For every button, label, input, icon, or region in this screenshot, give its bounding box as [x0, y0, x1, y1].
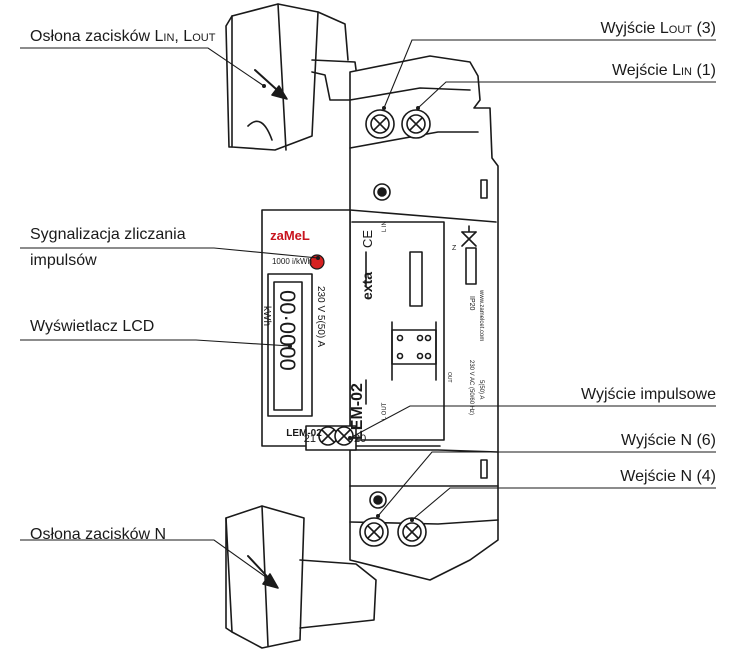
label-sygnalizacja-line1: Sygnalizacja zliczania — [30, 226, 186, 243]
bottom-screw-n-out — [359, 517, 389, 547]
meter-side-body — [349, 55, 499, 581]
leader-wejscie-lin — [417, 81, 716, 109]
leader-wyjscie-impulsowe — [349, 405, 716, 439]
impulse-rate-text: 1000 i/kWh — [272, 257, 312, 266]
top-screw-lout — [365, 109, 395, 139]
side-label-area — [351, 221, 477, 441]
bottom-screw-n-in — [397, 517, 427, 547]
label-sygnalizacja-line2: impulsów — [30, 252, 97, 269]
ip-rating-text: IP20 — [468, 296, 475, 311]
label-wejscie-n: Wejście N (4) — [620, 468, 716, 485]
website-text: www.zamelcet.com — [478, 289, 484, 341]
leader-sygnalizacja — [20, 247, 319, 259]
lcd-digits: 00·0000 — [275, 290, 300, 371]
z-label: Z — [452, 245, 457, 252]
leader-wejscie-n — [411, 487, 716, 521]
spec2-text: 5(50) A — [478, 380, 484, 399]
spec-text: 230 V AC (50/60 Hz) — [468, 360, 474, 415]
label-wyswietlacz: Wyświetlacz LCD — [30, 318, 155, 335]
label-wejscie-lin: Wejście LIN (1) — [611, 62, 716, 79]
terminal-20-label: 20 — [354, 433, 366, 445]
top-screw-lin — [401, 109, 431, 139]
exta-logo: exta — [359, 272, 375, 300]
impulse-terminal-strip — [305, 425, 357, 451]
terminal-21-label: 21 — [304, 433, 316, 445]
model-side-text: LEM-02 — [349, 383, 366, 440]
out-label: OUT — [446, 372, 452, 383]
model-front-text: LEM-02 — [286, 428, 322, 439]
leader-oslona-lin-lout — [20, 47, 265, 87]
label-wyjscie-impulsowe: Wyjście impulsowe — [581, 386, 716, 403]
rating-text: 230 V 5(50) A — [315, 286, 326, 347]
leader-wyjscie-lout — [383, 39, 716, 109]
ce-mark: CE — [360, 230, 375, 248]
brand-logo: zaMeL — [270, 228, 310, 243]
label-wyjscie-lout: Wyjście LOUT (3) — [600, 20, 716, 37]
label-oslona-n: Osłona zacisków N — [30, 526, 167, 543]
l-out-text: L OUT — [382, 402, 388, 420]
label-oslona-lin-lout: Osłona zacisków LIN, LOUT — [30, 28, 216, 45]
led-indicator — [309, 254, 325, 270]
leader-oslona-n — [20, 539, 271, 581]
top-terminal-cover — [225, 3, 361, 151]
l-in-text: L IN — [382, 221, 388, 232]
leader-wyswietlacz — [20, 339, 291, 347]
leader-wyjscie-n — [377, 451, 716, 517]
lcd-unit-text: kWh — [261, 306, 272, 326]
label-wyjscie-n: Wyjście N (6) — [621, 432, 716, 449]
